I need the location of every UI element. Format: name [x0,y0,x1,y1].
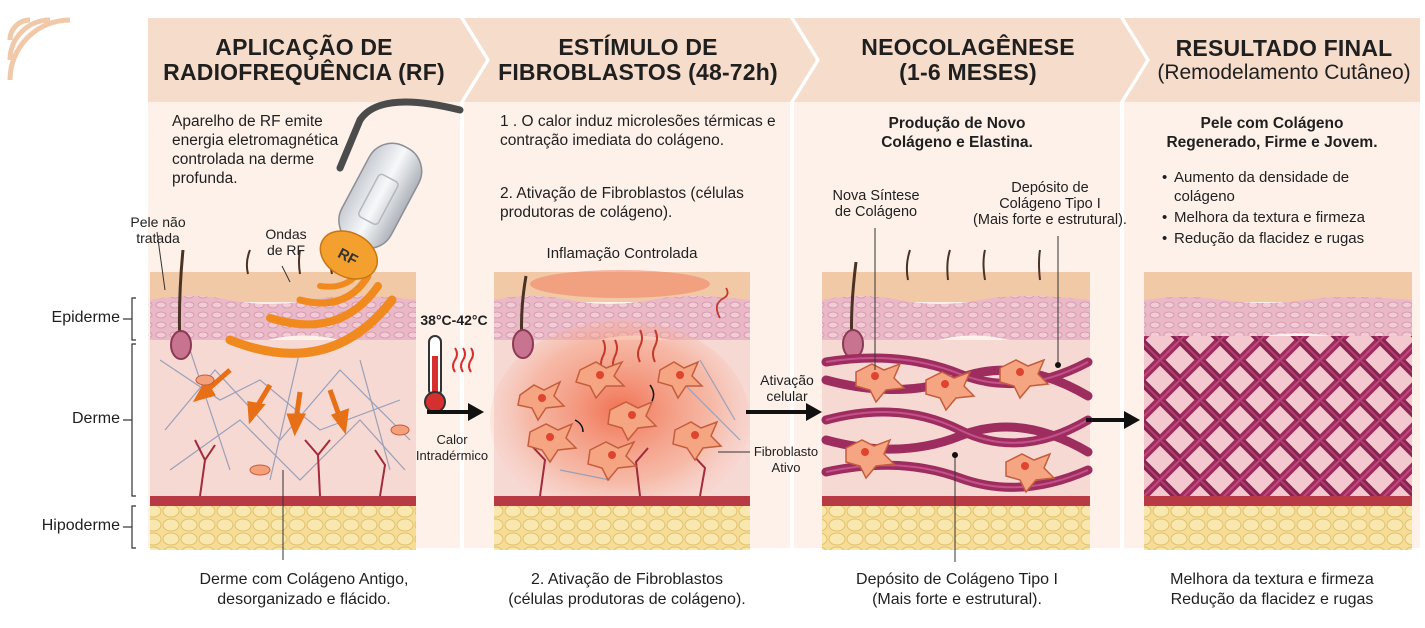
neo-heading: Produção de Novo Colágeno e Elastina. [794,114,1120,152]
caption-line: Derme com Colágeno Antigo, [148,570,460,590]
caption-line: (Mais forte e estrutural). [794,590,1120,610]
step-header-rf: APLICAÇÃO DE RADIOFREQUÊNCIA (RF) [148,18,460,102]
caption-line: 2. Ativação de Fibroblastos [464,570,790,590]
untreated-skin-label: Pele não tratada [118,214,198,246]
panel1-caption: Derme com Colágeno Antigo, desorganizado… [148,570,460,610]
skin-block-neocollagenesis [822,228,1090,562]
skin-block-fibroblasts [490,270,750,550]
caption-line: (células produtoras de colágeno). [464,590,790,610]
heat-label-line: Intradérmico [410,448,494,464]
neo-heading-line: Colágeno e Elastina. [794,133,1120,152]
result-bullet: Melhora da textura e firmeza [1174,208,1410,227]
result-bullets: Aumento da densidade de colágeno Melhora… [1160,168,1410,250]
activation-line: Ativação [752,372,822,388]
step-title-line: RESULTADO FINAL [1176,36,1393,61]
result-heading: Pele com Colágeno Regenerado, Firme e Jo… [1124,114,1420,152]
step-header-result: RESULTADO FINAL (Remodelamento Cutâneo) [1148,18,1420,102]
layer-label-epiderme: Epiderme [10,309,120,327]
result-heading-line: Regenerado, Firme e Jovem. [1124,133,1420,152]
layer-label-hipoderme: Hipoderme [10,517,120,535]
inflammation-label: Inflamação Controlada [494,246,750,262]
caption-line: Redução da flacidez e rugas [1124,590,1420,610]
decorative-arcs [10,20,70,80]
step-header-fibroblasts: ESTÍMULO DE FIBROBLASTOS (48-72h) [488,18,788,102]
type1-deposit-label: Depósito de Colágeno Tipo I (Mais forte … [952,180,1148,228]
result-heading-line: Pele com Colágeno [1124,114,1420,133]
deposit-line: Colágeno Tipo I [952,196,1148,212]
fibro-step-1: 1 . O calor induz microlesões térmicas e… [500,112,784,150]
layer-brackets [123,298,136,548]
step-subtitle: (Remodelamento Cutâneo) [1157,61,1410,85]
caption-line: Depósito de Colágeno Tipo I [794,570,1120,590]
new-synthesis-label: Nova Síntese de Colágeno [826,188,926,220]
heat-label: Calor Intradérmico [410,432,494,464]
caption-line: Melhora da textura e firmeza [1124,570,1420,590]
step-title-line: ESTÍMULO DE [558,35,717,60]
deposit-line: Depósito de [952,180,1148,196]
caption-line: desorganizado e flácido. [148,590,460,610]
panel4-caption: Melhora da textura e firmeza Redução da … [1124,570,1420,610]
heat-label-line: Calor [410,432,494,448]
step-header-neocollagenesis: NEOCOLAGÊNESE (1-6 MESES) [818,18,1118,102]
step-title-line: NEOCOLAGÊNESE [861,35,1074,60]
deposit-line: (Mais forte e estrutural). [952,212,1148,228]
step-title-line: FIBROBLASTOS (48-72h) [498,60,778,85]
result-bullet: Redução da flacidez e rugas [1174,229,1410,248]
rf-description: Aparelho de RF emite energia eletromagné… [172,112,372,188]
temperature-label: 38°C-42°C [412,312,496,328]
result-bullet: Aumento da densidade de colágeno [1174,168,1410,206]
fibro-step-2: 2. Ativação de Fibroblastos (células pro… [500,184,784,222]
neo-heading-line: Produção de Novo [794,114,1120,133]
step-title-line: APLICAÇÃO DE [215,35,392,60]
layer-label-derme: Derme [10,410,120,428]
active-fibroblast-label: Fibroblasto Ativo [746,444,826,476]
skin-block-result [1144,272,1412,550]
cell-activation-label: Ativação celular [752,372,822,404]
activation-line: celular [752,388,822,404]
step-title-line: (1-6 MESES) [899,60,1037,85]
step-title-line: RADIOFREQUÊNCIA (RF) [163,60,445,85]
panel2-caption: 2. Ativação de Fibroblastos (células pro… [464,570,790,610]
rf-waves-label: Ondas de RF [258,226,314,258]
panel3-caption: Depósito de Colágeno Tipo I (Mais forte … [794,570,1120,610]
